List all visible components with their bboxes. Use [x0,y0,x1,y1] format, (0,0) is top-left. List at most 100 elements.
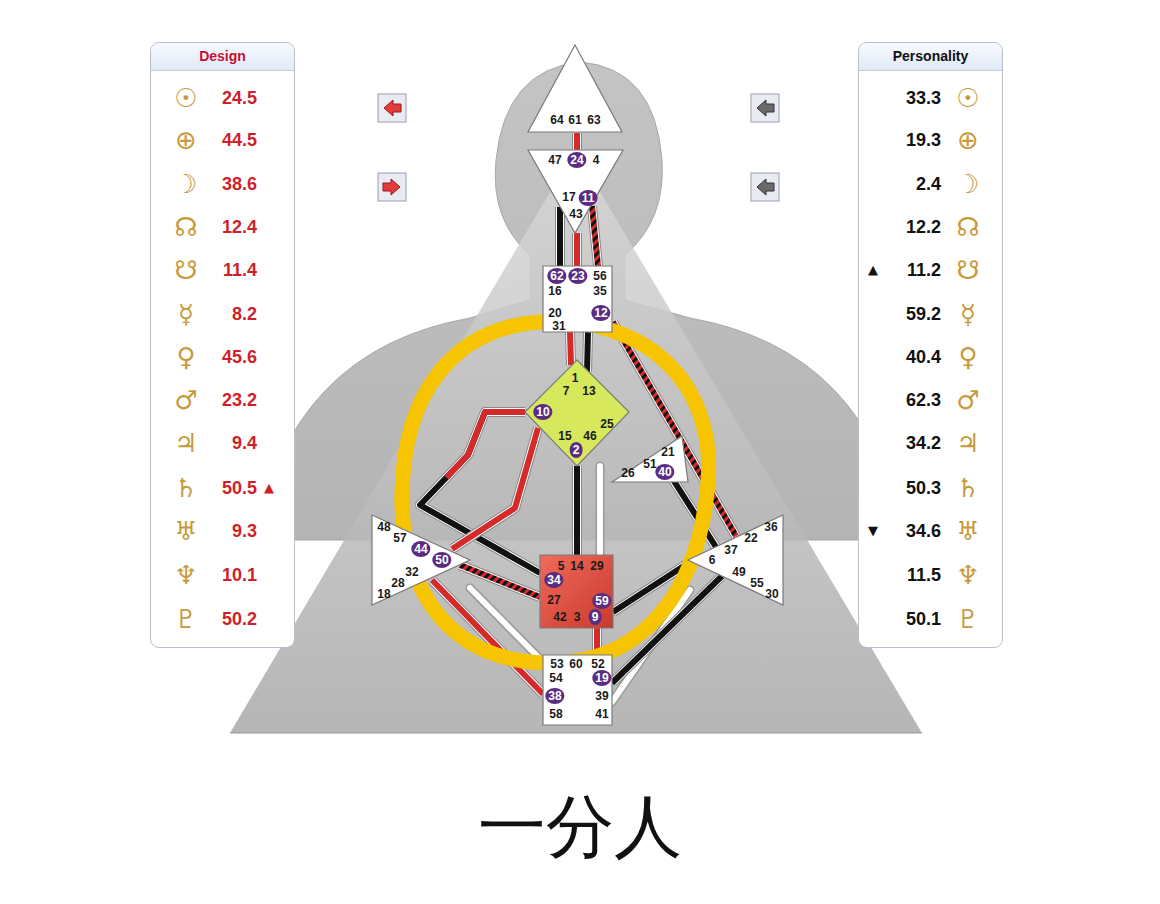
center-shape [372,515,470,605]
design-value: 45.6 [187,344,257,370]
gate-number: 37 [724,543,737,557]
planet-glyph: ♅ [948,518,988,544]
personality-value: 2.4 [871,171,941,197]
inactive-channel [596,466,605,555]
center-shape [528,45,622,132]
nav-button [751,173,779,201]
channel-casing [572,133,582,150]
planet-glyph: ☿ [948,301,988,327]
panel-title: Personality [893,48,968,64]
gate-number: 28 [391,576,404,590]
channel-casing [612,576,722,683]
center-shape [543,266,612,332]
planet-glyph: ♀ [948,344,988,370]
gate-number: 54 [549,671,562,685]
channel-fill [460,565,540,597]
channel [592,206,598,266]
root-center: 536052541938395841 [543,655,612,725]
channel [577,233,578,266]
gate-number: 5 [558,559,565,573]
channel [613,322,736,536]
channel-fill [557,207,563,266]
planet-glyph: ♂ [166,387,206,413]
base-line [230,733,922,734]
channel-fill [574,466,580,555]
gate-number: 39 [595,689,608,703]
gate-number: 46 [583,429,596,443]
design-value: 23.2 [187,387,257,413]
planet-glyph: ♃ [166,430,206,456]
highlight-ring [402,322,709,663]
channel-fill [574,133,580,150]
nav-button [378,173,406,201]
channel-casing [573,133,581,150]
planet-glyph: ♅ [166,518,206,544]
channel-fill [612,576,722,683]
channel-fill [432,580,543,694]
design-value: 11.4 [187,257,257,283]
nav-arrow [384,100,401,116]
channel-casing [613,322,736,536]
center-shape [540,555,613,628]
planet-glyph: ♇ [948,606,988,632]
channel [570,332,571,365]
design-value: 44.5 [187,127,257,153]
nav-button [751,94,779,122]
channel [560,207,561,266]
planet-glyph: ☽ [166,171,206,197]
channel [612,576,722,683]
gate-number: 35 [593,284,606,298]
channel-casing [573,233,581,266]
personality-value: 11.5 [871,562,941,588]
gate-number: 60 [569,657,582,671]
planet-glyph: ♄ [166,475,206,501]
gate-number: 15 [558,429,571,443]
channel [452,428,538,549]
personality-value: 33.3 [871,85,941,111]
gate-number: 27 [547,593,560,607]
channel [460,565,540,597]
channel-fill [452,428,538,549]
planet-glyph: ♆ [166,562,206,588]
planet-glyph: ☿ [166,301,206,327]
planet-glyph: ⊕ [166,127,206,153]
planet-glyph: ☊ [166,214,206,240]
design-value: 8.2 [187,301,257,327]
gate-number: 63 [587,113,600,127]
channel-fill [592,206,598,266]
gate-number: 58 [549,707,562,721]
gate-number: 18 [377,587,390,601]
gate-number: 14 [570,559,583,573]
design-value: 10.1 [187,562,257,588]
channel-fill [570,332,571,365]
channel [577,133,578,150]
channel [432,580,543,694]
center-shape [612,436,688,482]
heart-center: 21512640 [612,436,688,482]
planet-glyph: ♂ [948,387,988,413]
center-shape [525,360,629,466]
planet-glyph: ♃ [948,430,988,456]
channel-fill [574,233,580,266]
gate-number: 41 [595,707,608,721]
gate-number: 43 [569,207,582,221]
design-value: 12.4 [187,214,257,240]
nav-button [751,94,779,122]
personality-value: 50.1 [871,606,941,632]
g-center: 1713102515462 [525,360,629,466]
center-shape [543,655,612,725]
gate-number: 4 [593,153,600,167]
nav-arrow [757,179,774,195]
gate-number: 3 [574,610,581,624]
inactive-channel [597,466,603,555]
personality-value: 40.4 [871,344,941,370]
channel [587,332,588,372]
design-value: 50.5 [187,475,257,501]
gate-number: 16 [548,284,561,298]
channel-casing [460,565,540,597]
design-value: 38.6 [187,171,257,197]
channel-casing [556,207,564,266]
planet-glyph: ♀ [166,344,206,370]
center-shape [688,515,783,605]
